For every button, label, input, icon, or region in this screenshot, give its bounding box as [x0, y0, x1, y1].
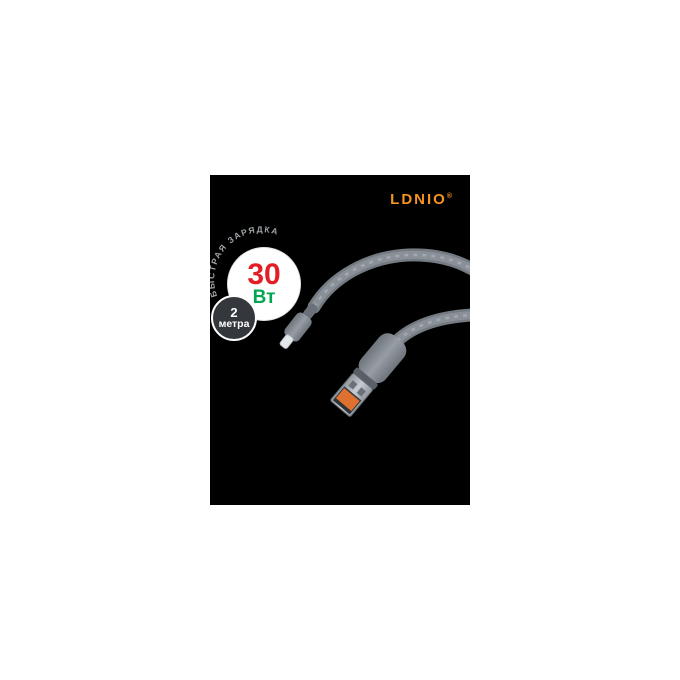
usb-a-connector [330, 333, 407, 417]
length-badge: 2 метра [211, 295, 257, 341]
length-value: 2 [230, 304, 238, 320]
brand-logo-text: LDNIO [390, 191, 447, 208]
power-badge: 30 Вт [228, 248, 300, 320]
registered-trademark-icon: ® [446, 193, 452, 200]
cable-cord [307, 248, 470, 348]
product-photo-panel: LDNIO® [210, 175, 470, 505]
usb-orange-insert [335, 388, 360, 411]
lightning-connector [279, 303, 318, 349]
power-value: 30 [247, 258, 281, 291]
length-unit: метра [218, 318, 250, 331]
power-unit: Вт [252, 287, 276, 308]
cable-photo [279, 248, 470, 417]
brand-logo: LDNIO® [390, 191, 452, 208]
